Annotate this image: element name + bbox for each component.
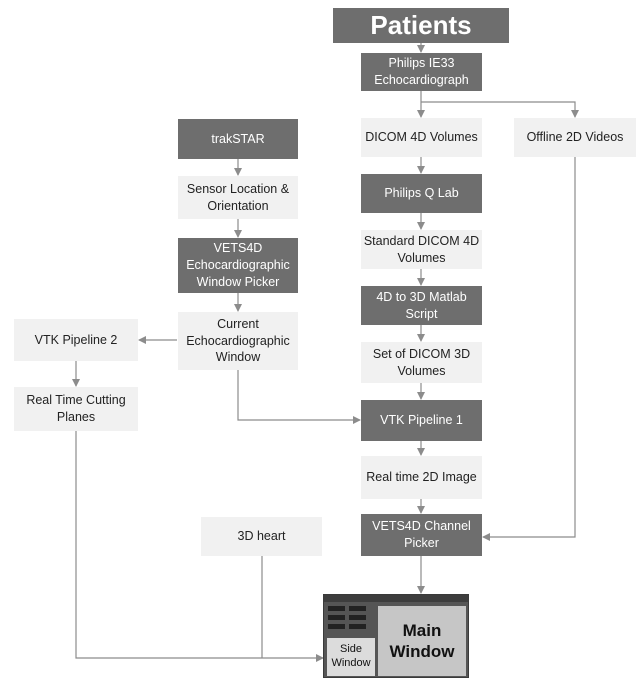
realtime-2d-node: Real time 2D Image (361, 456, 482, 499)
heart-3d-label: 3D heart (237, 529, 286, 544)
side-thumb-5 (328, 624, 345, 629)
arrow-philips-to-offline (421, 101, 579, 118)
trakstar-label: trakSTAR (211, 131, 265, 146)
side-thumb-3 (328, 615, 345, 620)
set-dicom-3d-label: Set of DICOM 3D Volumes (372, 346, 471, 378)
patients-label: Patients (370, 9, 472, 40)
philips-ie33-node: Philips IE33 Echocardiograph (361, 53, 482, 91)
dicom-4d-node: DICOM 4D Volumes (361, 118, 482, 157)
trakstar-node: trakSTAR (178, 119, 298, 159)
sensor-location-node: Sensor Location & Orientation (178, 176, 298, 219)
current-window-label: Current Echocardiographic Window (186, 316, 290, 365)
side-window-panel: Side Window (327, 638, 375, 676)
channel-picker-node: VETS4D Channel Picker (361, 514, 482, 556)
standard-dicom-label: Standard DICOM 4D Volumes (363, 233, 480, 265)
side-thumb-6 (349, 624, 366, 629)
cutting-planes-label: Real Time Cutting Planes (26, 393, 126, 424)
side-thumb-1 (328, 606, 345, 611)
heart-3d-node: 3D heart (201, 517, 322, 556)
current-window-node: Current Echocardiographic Window (178, 312, 298, 370)
dicom-4d-label: DICOM 4D Volumes (365, 130, 478, 145)
arrow-current-to-vtk1 (237, 370, 361, 424)
vets4d-picker-label: VETS4D Echocardiographic Window Picker (186, 241, 290, 289)
realtime-2d-label: Real time 2D Image (366, 470, 477, 485)
sensor-location-label: Sensor Location & Orientation (186, 181, 290, 213)
channel-picker-label: VETS4D Channel Picker (372, 519, 471, 550)
arrow-offline-to-channel (482, 157, 576, 541)
cutting-planes-node: Real Time Cutting Planes (14, 387, 138, 431)
main-window-mockup: Side Window Main Window (323, 594, 469, 678)
vtk-pipeline-1-label: VTK Pipeline 1 (380, 413, 463, 428)
patients-node: Patients (333, 8, 509, 43)
standard-dicom-node: Standard DICOM 4D Volumes (361, 230, 482, 269)
window-titlebar (324, 595, 468, 602)
philips-ie33-label: Philips IE33 Echocardiograph (374, 56, 469, 87)
arrow-cutting-to-main (75, 431, 324, 662)
philips-qlab-node: Philips Q Lab (361, 174, 482, 213)
offline-2d-label: Offline 2D Videos (526, 130, 624, 145)
vets4d-picker-node: VETS4D Echocardiographic Window Picker (178, 238, 298, 293)
vtk-pipeline-2-node: VTK Pipeline 2 (14, 319, 138, 361)
side-thumb-2 (349, 606, 366, 611)
philips-qlab-label: Philips Q Lab (384, 186, 459, 201)
matlab-script-label: 4D to 3D Matlab Script (376, 289, 467, 321)
main-window-label: Main Window (389, 620, 455, 661)
vtk-pipeline-1-node: VTK Pipeline 1 (361, 400, 482, 441)
set-dicom-3d-node: Set of DICOM 3D Volumes (361, 342, 482, 383)
vtk-pipeline-2-label: VTK Pipeline 2 (34, 332, 118, 347)
matlab-script-node: 4D to 3D Matlab Script (361, 286, 482, 325)
offline-2d-node: Offline 2D Videos (514, 118, 636, 157)
side-thumb-4 (349, 615, 366, 620)
side-window-label: Side Window (331, 643, 371, 669)
main-window-panel: Main Window (378, 606, 466, 676)
